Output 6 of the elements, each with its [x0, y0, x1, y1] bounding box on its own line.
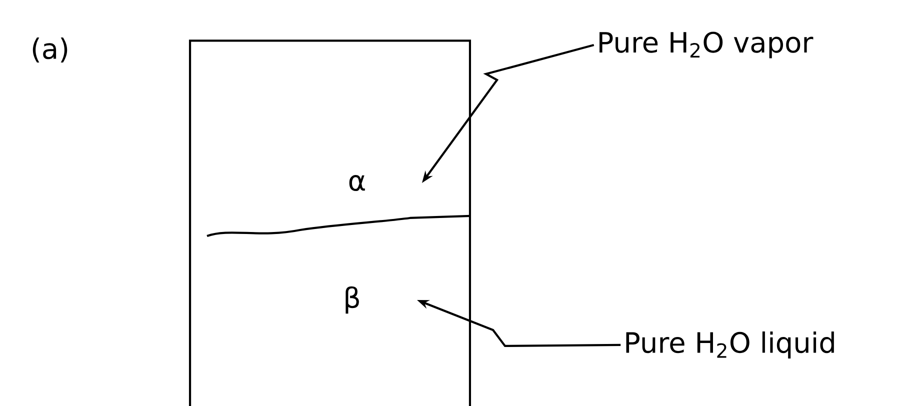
phase-label: α: [349, 175, 365, 191]
panel-label: (a): [32, 38, 68, 62]
container-box: [188, 40, 472, 406]
label-text: Pure H$_{2}$O vapor: [600, 32, 814, 58]
label-text: Pure H$_{2}$O liquid: [626, 331, 834, 359]
phase-label: β: [346, 286, 359, 314]
